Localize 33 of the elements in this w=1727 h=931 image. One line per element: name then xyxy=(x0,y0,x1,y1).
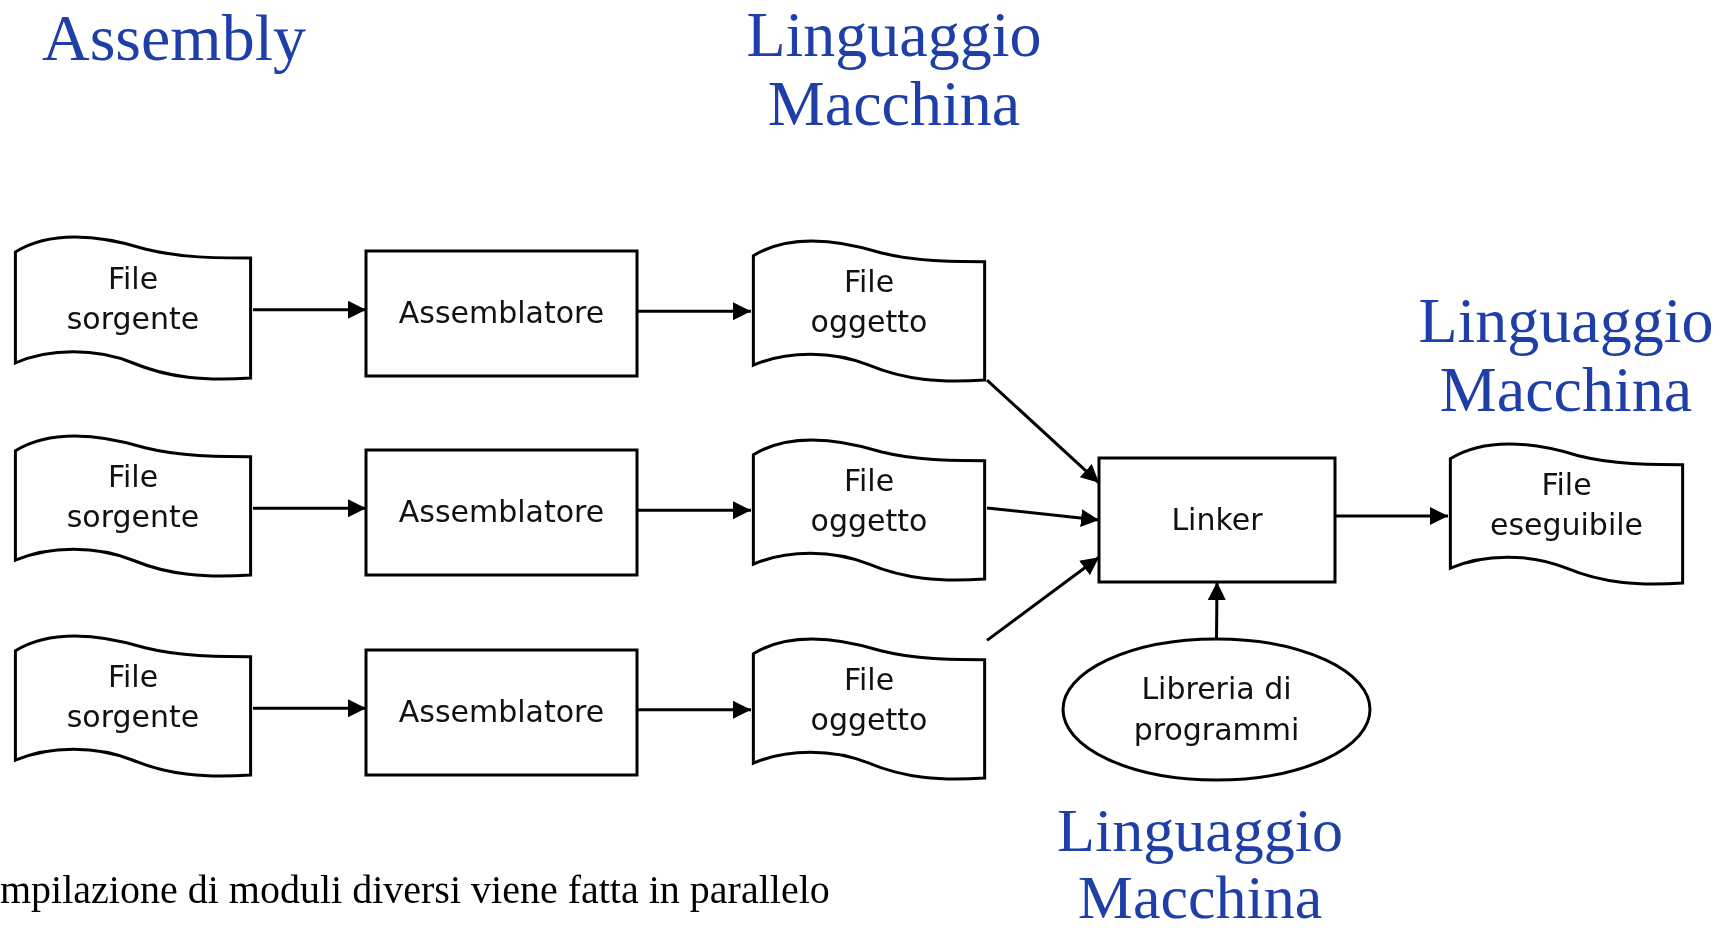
arrow xyxy=(637,700,751,719)
process-box xyxy=(366,251,637,376)
node-label: File oggetto xyxy=(809,461,929,540)
node-label: Assemblatore xyxy=(398,294,605,333)
annotation-text: Linguaggio Macchina xyxy=(745,0,1043,139)
process-box xyxy=(366,450,637,575)
node-label: Linker xyxy=(1171,500,1263,539)
node-label: Assemblatore xyxy=(398,693,605,732)
node-label: File oggetto xyxy=(809,660,929,739)
arrow xyxy=(637,302,751,321)
annotation-text: Linguaggio Macchina xyxy=(1417,286,1715,425)
arrow xyxy=(253,300,366,319)
process-box xyxy=(1099,458,1335,582)
node-label: Libreria di programmi xyxy=(1132,670,1301,749)
caption: mpilazione di moduli diversi viene fatta in parallelo xyxy=(0,866,830,913)
node-label: File oggetto xyxy=(809,262,929,341)
process-box xyxy=(366,650,637,775)
arrow xyxy=(637,501,751,520)
arrow xyxy=(986,556,1100,642)
arrow xyxy=(986,506,1100,528)
annotation-text: Assembly xyxy=(42,2,306,74)
node-label: File sorgente xyxy=(65,657,201,736)
arrow xyxy=(1335,507,1448,525)
library-ellipse xyxy=(1063,639,1370,780)
node-label: File sorgente xyxy=(65,259,201,338)
node-label: File sorgente xyxy=(65,457,201,536)
arrow xyxy=(253,499,366,518)
arrow xyxy=(1207,582,1226,639)
node-label: File eseguibile xyxy=(1488,465,1645,544)
annotation-text: Linguaggio Macchina xyxy=(1056,797,1344,931)
arrow xyxy=(986,378,1100,484)
arrow xyxy=(253,699,366,718)
node-label: Assemblatore xyxy=(398,493,605,532)
